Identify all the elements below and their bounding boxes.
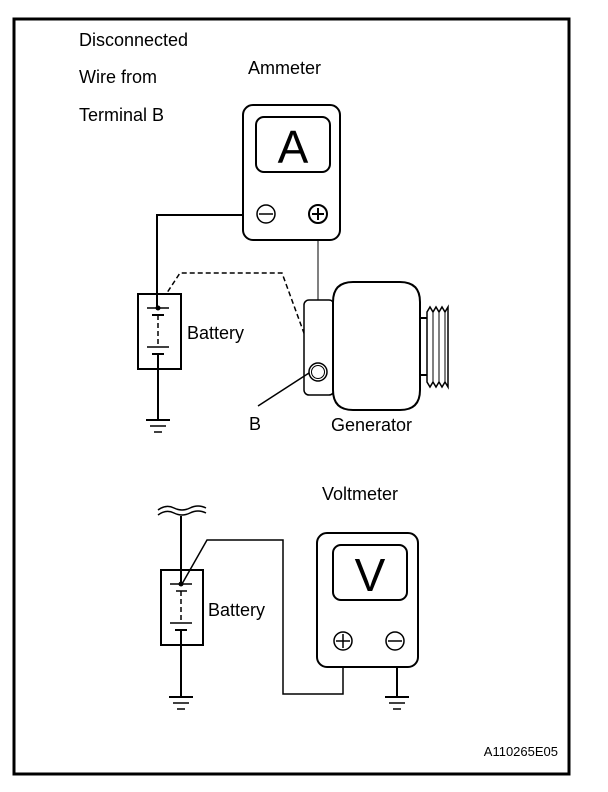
- ammeter-plus-terminal-icon: [308, 204, 328, 224]
- disconnected-label-line2: Wire from: [79, 67, 157, 87]
- voltmeter-ground-icon: [385, 696, 409, 710]
- ammeter-display: [255, 116, 331, 173]
- generator: [303, 281, 449, 411]
- disconnected-label-line3: Terminal B: [79, 105, 164, 125]
- ammeter-minus-terminal-icon: [256, 204, 276, 224]
- ammeter: A: [242, 104, 341, 241]
- voltmeter-positive-wire: [181, 539, 344, 695]
- wire-break-icon: [157, 505, 207, 516]
- battery-bottom: [160, 569, 204, 646]
- battery-bottom-label: Battery: [208, 600, 265, 620]
- battery-top: [137, 293, 182, 370]
- generator-pulley: [426, 304, 449, 390]
- ammeter-negative-wire: [156, 214, 243, 303]
- disconnected-wire: [158, 272, 317, 367]
- generator-label: Generator: [331, 415, 412, 435]
- battery-top-label: Battery: [187, 323, 244, 343]
- generator-body: [332, 281, 421, 411]
- voltmeter-label: Voltmeter: [322, 484, 398, 504]
- ammeter-label: Ammeter: [248, 58, 321, 78]
- voltmeter-display-symbol: V: [355, 549, 386, 601]
- battery-top-ground-icon: [146, 419, 170, 433]
- voltmeter-display: [332, 544, 408, 601]
- disconnected-label-line1: Disconnected: [79, 30, 188, 50]
- voltmeter-plus-terminal-icon: [333, 631, 353, 651]
- terminal-b-label: B: [249, 414, 261, 434]
- battery-top-case: [137, 293, 182, 370]
- ammeter-display-symbol: A: [278, 121, 309, 173]
- terminal-b-leader-line: [257, 372, 310, 407]
- figure-code: A110265E05: [484, 744, 558, 759]
- battery-bottom-ground-icon: [169, 696, 193, 710]
- voltmeter: V: [316, 532, 419, 668]
- terminal-b: [308, 362, 328, 382]
- voltmeter-minus-terminal-icon: [385, 631, 405, 651]
- diagram-frame: [12, 17, 571, 776]
